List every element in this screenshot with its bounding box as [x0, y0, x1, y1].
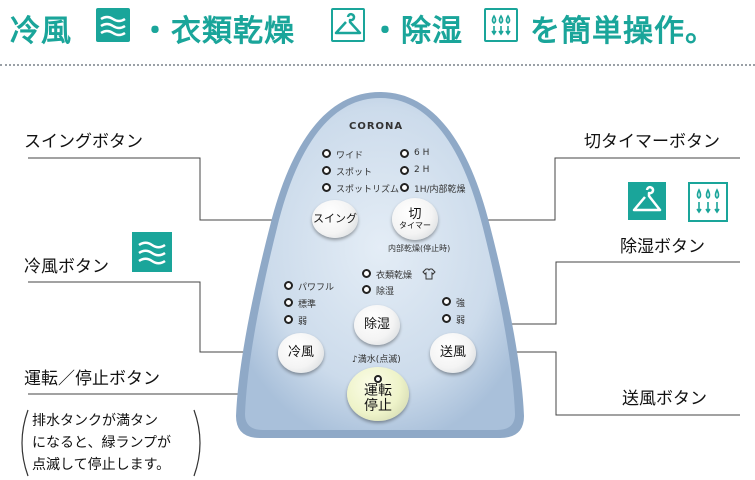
- swing-spot-led: [322, 166, 331, 175]
- fan-button[interactable]: 送風: [430, 333, 476, 373]
- fan-level-label: 強: [456, 299, 466, 309]
- shirt-icon: [422, 266, 436, 285]
- timer-6h-led: [400, 149, 409, 158]
- callout-off-timer-button: 切タイマーボタン: [584, 132, 720, 152]
- callout-power-button: 運転／停止ボタン: [24, 369, 160, 389]
- swing-spot-rhythm-led: [322, 183, 331, 192]
- header-dehumid-text: ・除湿: [370, 14, 463, 49]
- wind-icon: [132, 232, 172, 272]
- swing-button[interactable]: スイング: [312, 200, 358, 238]
- dehumid-led: [362, 285, 371, 294]
- clothes-dry-led: [362, 269, 371, 278]
- note-line: になると、緑ランプが: [32, 435, 172, 451]
- off-timer-button-label: 切: [408, 206, 422, 222]
- water-drops-icon: [484, 8, 518, 42]
- cool-level-label: パワフル: [298, 283, 335, 293]
- timer-option-label: 6 H: [414, 148, 430, 158]
- swing-button-label: スイング: [313, 212, 357, 226]
- power-button[interactable]: 運転 停止: [347, 367, 409, 421]
- note-text: 排水タンクが満タン になると、緑ランプが 点滅して停止します。: [32, 410, 171, 476]
- timer-option-label: 2 H: [414, 165, 430, 175]
- wind-icon: [96, 8, 130, 42]
- header-easy-text: を簡単操作。: [530, 14, 716, 49]
- off-timer-button-sublabel: タイマー: [399, 220, 431, 230]
- callout-cool-button: 冷風ボタン: [24, 257, 109, 277]
- full-tank-note: 排水タンクが満タン になると、緑ランプが 点滅して停止します。: [18, 408, 204, 478]
- callout-dehumid-button: 除湿ボタン: [620, 237, 705, 257]
- header: 冷風 ・衣類乾燥 ・除湿 を簡単操作。: [0, 0, 755, 58]
- header-cool-text: 冷風: [10, 14, 72, 49]
- cool-weak-led: [284, 315, 293, 324]
- fan-weak-led: [442, 314, 451, 323]
- timer-option-label: 1H/内部乾燥: [414, 185, 466, 195]
- water-drops-icon: [688, 182, 728, 222]
- fan-button-label: 送風: [439, 345, 466, 361]
- fan-strong-led: [442, 297, 451, 306]
- cool-level-label: 標準: [298, 300, 317, 310]
- mode-option-label: 衣類乾燥: [376, 271, 413, 281]
- timer-1h-led: [400, 183, 409, 192]
- cool-powerful-led: [284, 281, 293, 290]
- note-line: 点滅して停止します。: [32, 457, 171, 473]
- off-timer-button[interactable]: 切 タイマー: [392, 198, 438, 240]
- mode-option-label: 除湿: [376, 287, 395, 297]
- header-dry-text: ・衣類乾燥: [140, 14, 295, 49]
- swing-option-label: ワイド: [336, 151, 364, 161]
- dehumid-button-label: 除湿: [363, 317, 390, 333]
- brand-logo: CORONA: [349, 121, 404, 132]
- swing-wide-led: [322, 149, 331, 158]
- power-button-label-line2: 停止: [364, 397, 392, 414]
- hanger-icon: [628, 182, 666, 220]
- callout-swing-button: スイングボタン: [24, 132, 143, 152]
- hanger-icon: [331, 8, 365, 42]
- cool-level-label: 弱: [298, 317, 308, 327]
- fan-level-label: 弱: [456, 316, 466, 326]
- note-brackets: [21, 409, 201, 477]
- cool-wind-button-label: 冷風: [287, 345, 314, 361]
- power-button-label-line1: 運転: [364, 382, 392, 399]
- header-divider: [0, 64, 755, 66]
- cool-wind-button[interactable]: 冷風: [278, 333, 324, 373]
- full-tank-label: ♪満水(点滅): [352, 355, 401, 365]
- timer-2h-led: [400, 166, 409, 175]
- swing-option-label: スポットリズム: [336, 185, 400, 195]
- note-line: 排水タンクが満タン: [32, 413, 158, 429]
- cool-standard-led: [284, 298, 293, 307]
- internal-dry-note: 内部乾燥(停止時): [388, 244, 451, 253]
- dehumid-button[interactable]: 除湿: [354, 305, 400, 345]
- callout-fan-button: 送風ボタン: [622, 389, 707, 409]
- swing-option-label: スポット: [336, 168, 373, 178]
- power-led: [374, 374, 382, 383]
- remote-control-panel: CORONA ワイド スポット スポットリズム 6 H 2 H 1H/内部乾燥 …: [230, 86, 530, 446]
